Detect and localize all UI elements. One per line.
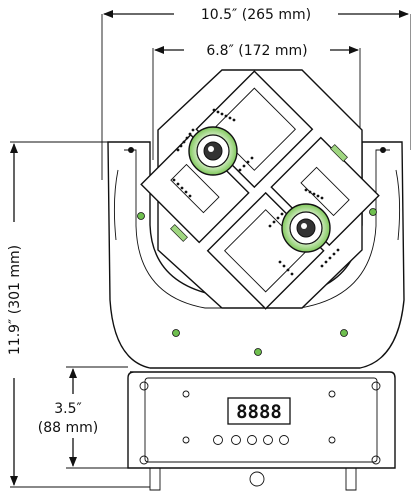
yoke-edge-lines bbox=[113, 169, 401, 241]
green-screw-icon bbox=[137, 212, 145, 220]
overall-width-label: 10.5″ (265 mm) bbox=[201, 7, 311, 23]
base-screw-icon bbox=[182, 390, 190, 398]
base-screw-icon bbox=[328, 390, 336, 398]
green-screw-icon bbox=[254, 348, 262, 356]
base-feet bbox=[149, 468, 357, 491]
display-digits: 8888 bbox=[236, 401, 282, 423]
base-height-label-line2: (88 mm) bbox=[38, 420, 98, 436]
base-screw-icon bbox=[371, 455, 381, 465]
gear-icon bbox=[213, 435, 223, 445]
base-screw-icon bbox=[328, 436, 336, 444]
head-width-label: 6.8″ (172 mm) bbox=[206, 43, 307, 59]
control-button-icon bbox=[247, 435, 257, 445]
yoke-pivot-right bbox=[380, 147, 386, 153]
base-screw-icon bbox=[139, 455, 149, 465]
vent-accent bbox=[170, 224, 188, 242]
green-screw-icon bbox=[369, 208, 377, 216]
control-button-icon bbox=[231, 435, 241, 445]
vent-left bbox=[170, 163, 220, 214]
base-screw-icon bbox=[139, 381, 149, 391]
base: 8888 bbox=[127, 371, 396, 491]
vent-accent bbox=[330, 144, 348, 162]
control-button-icon bbox=[263, 435, 273, 445]
base-screw-icon bbox=[371, 381, 381, 391]
green-screw-icon bbox=[340, 329, 348, 337]
green-screw-icon bbox=[172, 329, 180, 337]
vent-right bbox=[300, 166, 350, 217]
led-lens-icon bbox=[188, 126, 238, 176]
base-height-label-line1: 3.5″ bbox=[54, 401, 82, 417]
yoke-pivot-left bbox=[128, 147, 134, 153]
led-dot-rows bbox=[172, 108, 340, 276]
base-front-panel bbox=[144, 377, 378, 463]
safety-loop-icon bbox=[249, 471, 265, 487]
overall-height-label: 11.9″ (301 mm) bbox=[7, 245, 23, 355]
led-lens-icon bbox=[281, 203, 331, 253]
control-button-icon bbox=[279, 435, 289, 445]
dimension-base-height: 3.5″ (88 mm) bbox=[38, 366, 128, 469]
dimension-overall-height: 11.9″ (301 mm) bbox=[7, 141, 150, 488]
dimension-overall-width: 10.5″ (265 mm) bbox=[101, 7, 411, 180]
base-screw-icon bbox=[182, 436, 190, 444]
led-display bbox=[227, 397, 291, 425]
moving-head bbox=[140, 69, 380, 310]
